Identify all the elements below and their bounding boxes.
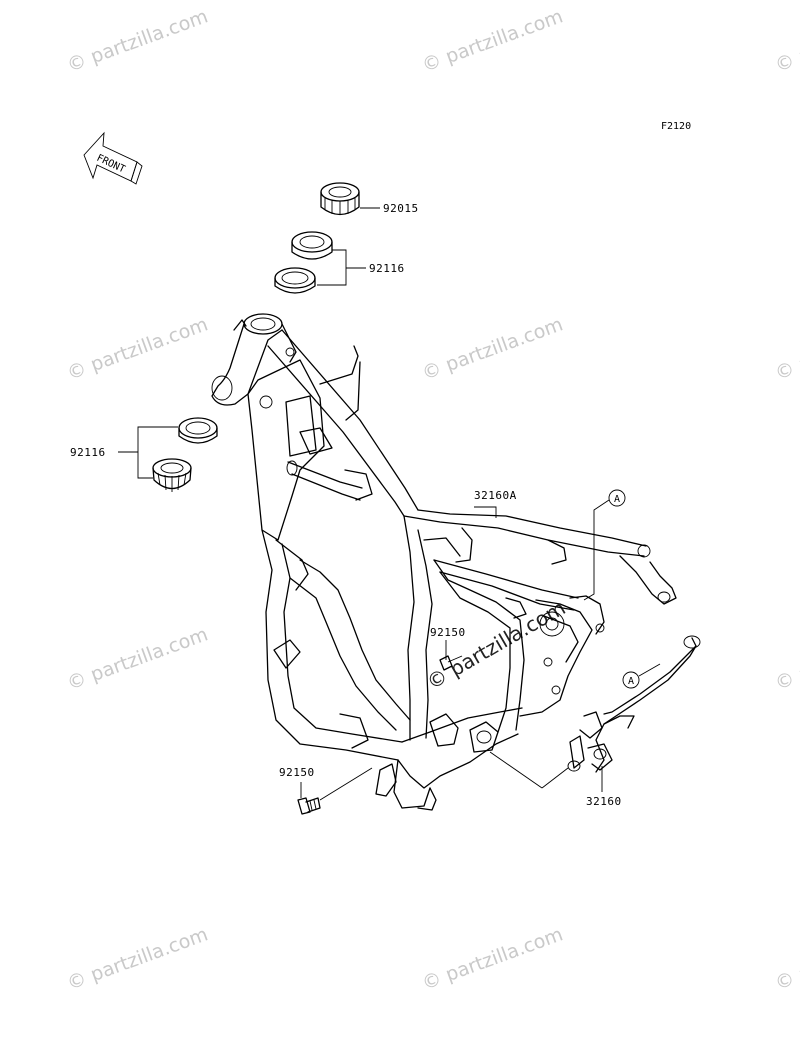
sub-frame-part xyxy=(567,635,701,773)
watermark: © partzilla.com xyxy=(419,313,566,384)
part-label-92116-upper: 92116 xyxy=(369,262,405,275)
watermark: © partzilla.com xyxy=(64,923,211,994)
callout-marker-lower-label: A xyxy=(628,676,634,687)
watermark: © partzilla.com xyxy=(64,5,211,76)
watermark: © partzilla.com xyxy=(419,5,566,76)
watermark: © partzilla.com xyxy=(772,623,800,694)
callout-marker-upper-label: A xyxy=(614,494,620,505)
callout-marker-lower: A xyxy=(622,671,640,689)
watermark: © partzilla.com xyxy=(419,923,566,994)
main-frame-part xyxy=(211,313,677,811)
watermark-group: © partzilla.com © partzilla.com © partzi… xyxy=(64,5,800,994)
part-label-32160: 32160 xyxy=(586,795,622,808)
steering-nut-part xyxy=(320,182,360,216)
watermark: © partzilla.com xyxy=(772,923,800,994)
watermark: © partzilla.com xyxy=(772,5,800,76)
upper-bearing-part xyxy=(274,231,333,294)
part-label-32160A: 32160A xyxy=(474,489,517,502)
bolt-upper-part xyxy=(439,655,463,671)
lower-bearing-part xyxy=(152,417,218,492)
front-arrow-icon: FRONT xyxy=(83,131,143,185)
front-arrow-label: FRONT xyxy=(95,153,127,176)
watermark: © partzilla.com xyxy=(64,623,211,694)
bolt-lower-part xyxy=(297,797,321,815)
watermark-center: © partzilla.com xyxy=(423,596,570,695)
figure-code: F2120 xyxy=(661,121,691,132)
part-label-92015: 92015 xyxy=(383,202,419,215)
part-label-92116-lower: 92116 xyxy=(70,446,106,459)
part-label-92150-lower: 92150 xyxy=(279,766,315,779)
watermark: © partzilla.com xyxy=(772,313,800,384)
part-label-92150-upper: 92150 xyxy=(430,626,466,639)
callout-marker-upper: A xyxy=(608,489,626,507)
watermark: © partzilla.com xyxy=(64,313,211,384)
